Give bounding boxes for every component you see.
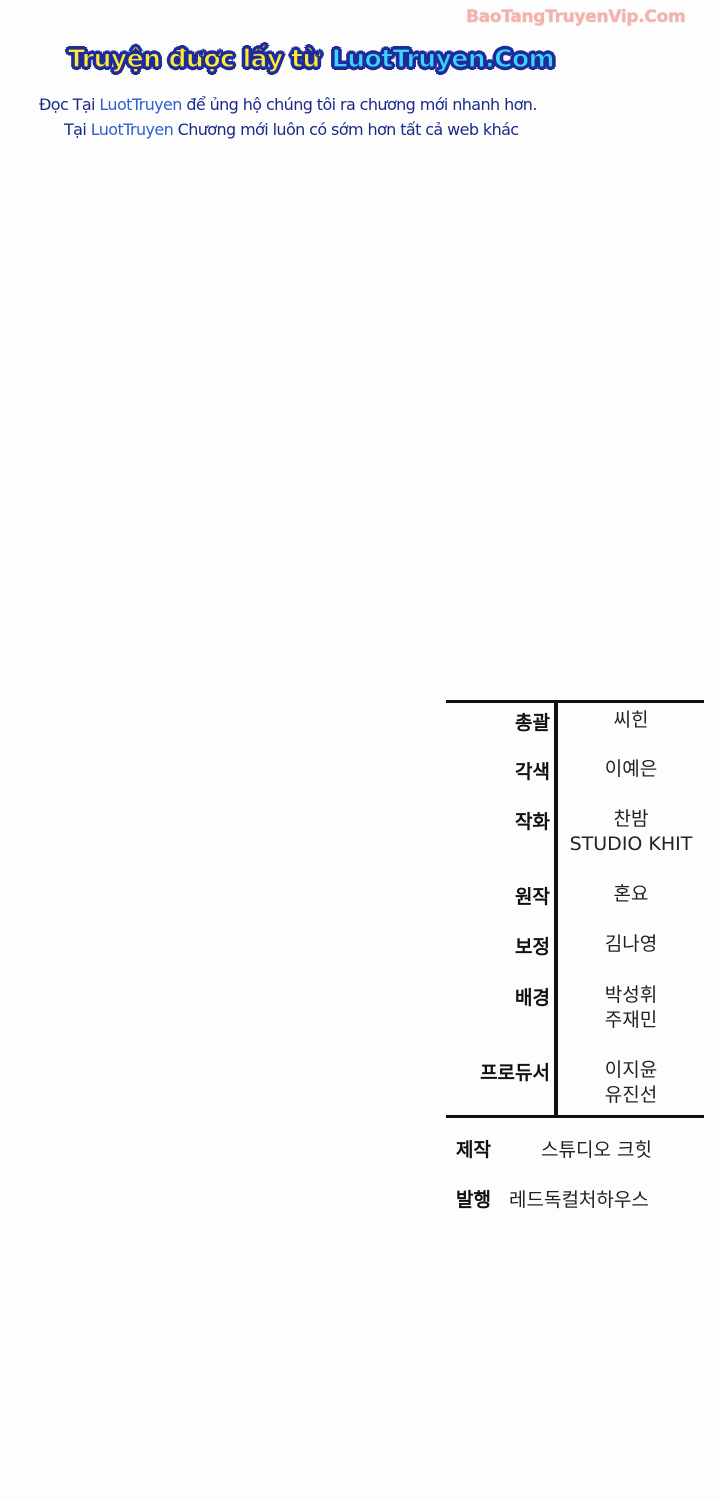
credit-name: 혼요 — [613, 883, 649, 905]
credit-name: 유진선 — [604, 1084, 658, 1106]
credit-role: 원작 — [515, 886, 550, 908]
promo-line-1-before: Đọc Tại — [39, 95, 100, 114]
credit-name: 이예은 — [604, 758, 658, 780]
credit-role: 각색 — [515, 761, 550, 783]
credits-bottom-rule — [446, 1115, 704, 1118]
credit-names: 이지윤 유진선 — [558, 1058, 704, 1108]
promo-title-prefix: Truyện được lấy từ — [67, 43, 320, 73]
credit-name: 박성휘 — [604, 984, 658, 1006]
footer-role: 발행 — [456, 1189, 491, 1211]
promo-line-1-after: để ủng hộ chúng tôi ra chương mới nhanh … — [181, 95, 537, 114]
footer-value: 레드독컬처하우스 — [509, 1189, 649, 1211]
promo-title-site-link[interactable]: LuotTruyen.Com — [331, 43, 555, 73]
credit-name: 주재민 — [604, 1009, 658, 1031]
promo-title: Truyện được lấy từ LuotTruyen.Com — [67, 43, 555, 73]
credit-names: 혼요 — [558, 882, 704, 907]
promo-line-2-link[interactable]: LuotTruyen — [90, 120, 174, 139]
credit-names: 김나영 — [558, 932, 704, 957]
watermark-text: BaoTangTruyenVip.Com — [466, 7, 686, 27]
promo-line-2-after: Chương mới luôn có sớm hơn tất cả web kh… — [173, 120, 519, 139]
credit-names: 이예은 — [558, 757, 704, 782]
credit-role: 작화 — [515, 811, 550, 833]
credit-role: 보정 — [515, 936, 550, 958]
credit-name: 김나영 — [604, 933, 658, 955]
credits-divider-rule — [554, 700, 558, 1118]
promo-line-2-before: Tại — [64, 120, 91, 139]
credit-role: 프로듀서 — [480, 1062, 550, 1084]
promo-line-2: Tại LuotTruyen Chương mới luôn có sớm hơ… — [64, 120, 519, 139]
credit-names: 찬밤 STUDIO KHIT — [558, 807, 704, 857]
credit-name: 찬밤 — [613, 808, 649, 830]
credit-name: 이지윤 — [604, 1059, 658, 1081]
credit-role: 총괄 — [515, 712, 550, 734]
footer-value: 스튜디오 크힛 — [541, 1139, 652, 1161]
credits-top-rule — [446, 700, 704, 703]
credit-names: 씨힌 — [558, 708, 704, 733]
footer-role: 제작 — [456, 1139, 491, 1161]
credit-name: STUDIO KHIT — [569, 833, 693, 855]
credit-name: 씨힌 — [613, 709, 649, 731]
promo-line-1: Đọc Tại LuotTruyen để ủng hộ chúng tôi r… — [39, 95, 537, 114]
credit-role: 배경 — [515, 987, 550, 1009]
credit-names: 박성휘 주재민 — [558, 983, 704, 1033]
promo-line-1-link[interactable]: LuotTruyen — [99, 95, 182, 114]
